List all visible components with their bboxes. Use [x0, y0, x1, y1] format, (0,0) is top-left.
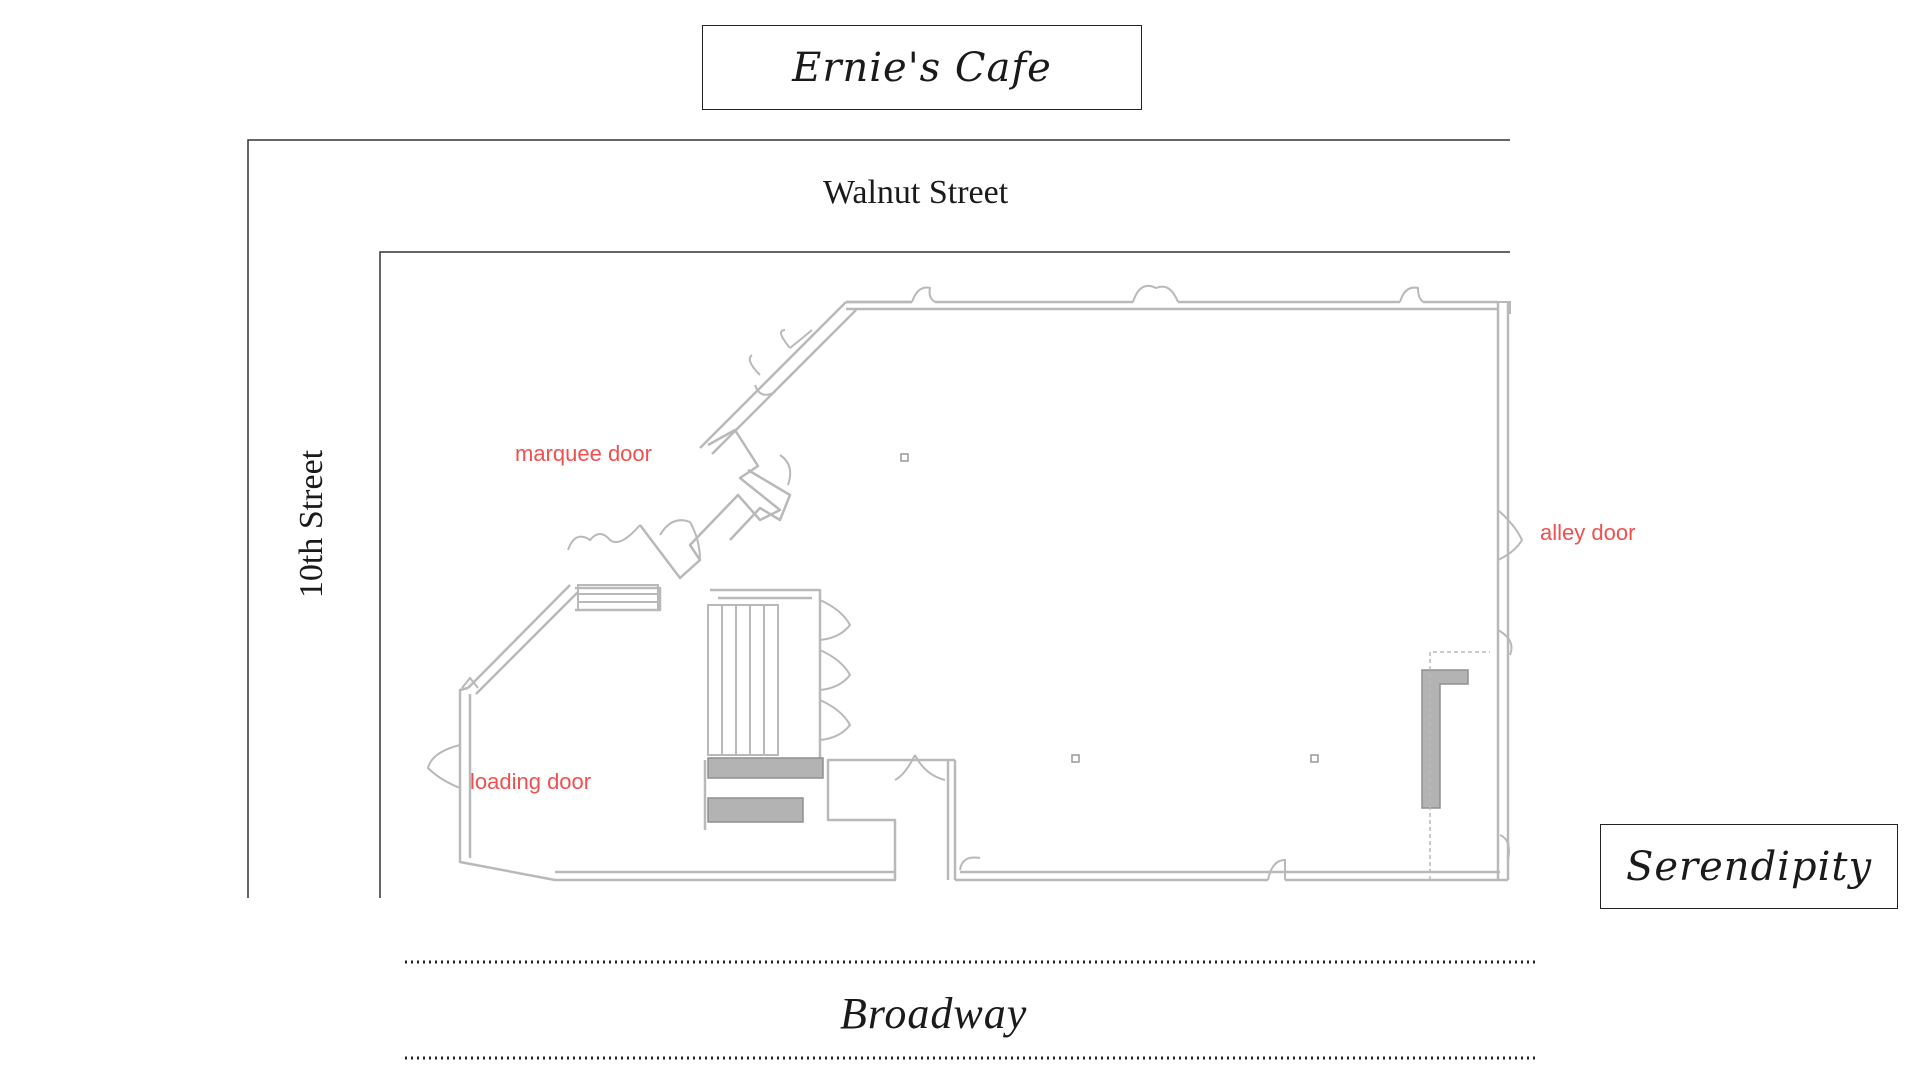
vestibule [639, 428, 782, 580]
street-edges [247, 139, 1510, 898]
tenth-street-label: 10th Street [293, 449, 331, 599]
vestibule-room [729, 468, 792, 541]
stair-core [710, 588, 822, 760]
outer-street-edge [247, 139, 1510, 898]
west-block-corner [461, 676, 479, 689]
diagonal-wall-lower-2 [475, 591, 579, 695]
ernies-cafe-box: Ernie's Cafe [702, 25, 1142, 110]
stair-east-door-1 [819, 599, 852, 641]
broadway-label: Broadway [840, 989, 1028, 1038]
south-west-door [959, 856, 981, 871]
marquee-door-swing-2 [659, 519, 701, 561]
inner-street-edge [379, 251, 1510, 898]
diagonal-door [780, 329, 813, 349]
corridor-stair [577, 584, 659, 611]
service-area-dashed [1429, 651, 1490, 880]
east-door-lower [1497, 629, 1513, 656]
hall-west-door [894, 754, 946, 781]
north-door-1 [911, 286, 936, 303]
counter-1 [707, 757, 824, 779]
east-vestibule-door [779, 454, 792, 486]
walnut-street-label: Walnut Street [823, 174, 1009, 211]
serendipity-label: Serendipity [1625, 843, 1873, 890]
columns [900, 453, 1319, 763]
stair-run [707, 604, 779, 756]
building-walls [458, 300, 1510, 882]
marquee-door-label: marquee door [515, 441, 652, 466]
loading-door-swing [426, 744, 461, 789]
marquee-door-swing-1 [567, 524, 641, 551]
diagonal-wall-upper [699, 301, 847, 449]
column-1 [900, 453, 909, 462]
alley-door-label: alley door [1540, 520, 1636, 545]
fixtures [707, 669, 1469, 823]
stair-east-door-3 [819, 699, 852, 741]
diagonal-door-2 [748, 354, 776, 396]
stair-east-door-2 [819, 649, 852, 691]
loading-door-label: loading door [470, 769, 592, 794]
west-block [458, 686, 955, 882]
bar-counter [1421, 669, 1469, 809]
north-door-2 [1132, 284, 1179, 303]
corridor [575, 586, 662, 612]
serendipity-box: Serendipity [1600, 824, 1898, 909]
south-door-mid [1267, 858, 1287, 881]
north-door-3 [1399, 286, 1424, 303]
door-swings [426, 284, 1524, 881]
ernies-cafe-label: Ernie's Cafe [792, 44, 1052, 91]
stairs [577, 584, 779, 756]
broadway-lines [405, 960, 1535, 1060]
north-corner-door [1498, 301, 1511, 314]
column-3 [1310, 754, 1319, 763]
counter-2 [707, 797, 804, 823]
alley-door-swing [1497, 509, 1524, 561]
column-2 [1071, 754, 1080, 763]
south-east-door [1499, 834, 1510, 861]
diagonal-wall-upper-2 [711, 309, 857, 455]
diagonal-wall-lower [467, 584, 571, 689]
